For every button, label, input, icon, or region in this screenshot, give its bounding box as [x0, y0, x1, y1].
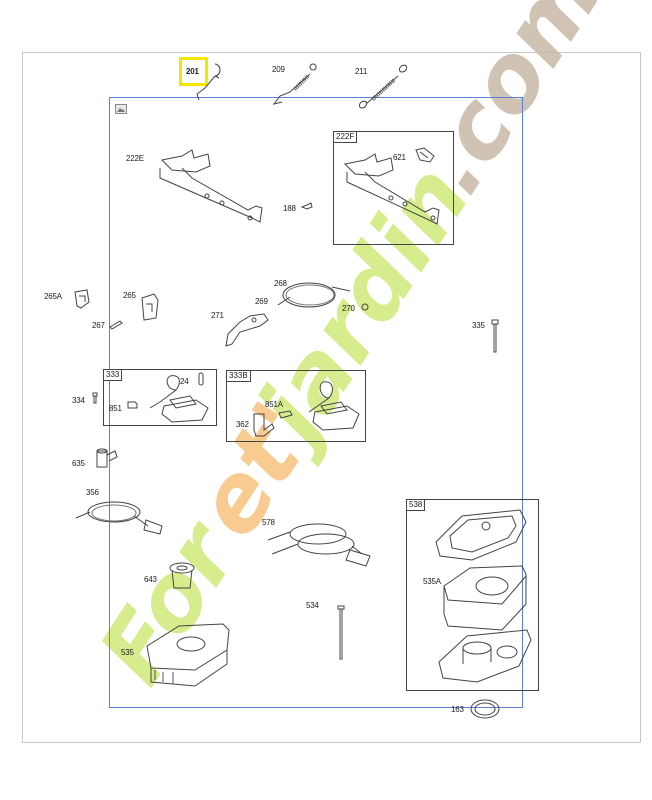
part-label-362[interactable]: 362 — [236, 420, 249, 429]
part-label-265[interactable]: 265 — [123, 291, 136, 300]
part-356-wire[interactable] — [74, 498, 174, 538]
part-label-335[interactable]: 335 — [472, 321, 485, 330]
group-538[interactable]: 538 — [406, 499, 539, 691]
diagram-frame — [22, 52, 641, 743]
part-268-cable[interactable] — [274, 277, 354, 311]
part-222F-control-bracket[interactable] — [339, 152, 449, 237]
part-851A-connector[interactable] — [278, 410, 294, 420]
part-label-534[interactable]: 534 — [306, 601, 319, 610]
group-333B[interactable]: 333B — [226, 370, 366, 442]
part-label-188[interactable]: 188 — [283, 204, 296, 213]
part-270-nut[interactable] — [360, 302, 370, 312]
group-333[interactable]: 333 — [103, 369, 217, 426]
part-label-271[interactable]: 271 — [211, 311, 224, 320]
part-334-screw[interactable] — [91, 392, 99, 404]
part-163-gasket[interactable] — [469, 697, 503, 721]
part-label-851[interactable]: 851 — [109, 404, 122, 413]
part-label-267[interactable]: 267 — [92, 321, 105, 330]
part-label-578[interactable]: 578 — [262, 518, 275, 527]
part-267-screw[interactable] — [108, 318, 124, 330]
part-label-270[interactable]: 270 — [342, 304, 355, 313]
part-265-clamp[interactable] — [140, 292, 162, 324]
part-333-armature[interactable] — [140, 372, 210, 424]
part-578-wire-harness[interactable] — [266, 520, 376, 570]
part-635-bushing[interactable] — [93, 447, 121, 471]
part-label-334[interactable]: 334 — [72, 396, 85, 405]
part-label-268[interactable]: 268 — [274, 279, 287, 288]
part-label-621[interactable]: 621 — [393, 153, 406, 162]
part-label-265A[interactable]: 265A — [44, 292, 62, 301]
part-label-643[interactable]: 643 — [144, 575, 157, 584]
part-535-filter-base[interactable] — [143, 620, 233, 690]
part-333B-armature[interactable] — [295, 378, 365, 438]
part-643-collar[interactable] — [168, 562, 198, 594]
part-271-lever[interactable] — [220, 312, 270, 350]
part-label-163[interactable]: 163 — [451, 705, 464, 714]
group-222F[interactable]: 222F — [333, 131, 454, 245]
part-label-211[interactable]: 211 — [355, 67, 368, 76]
part-label-535A[interactable]: 535A — [423, 577, 441, 586]
part-222E-control-bracket[interactable] — [152, 148, 272, 233]
part-188-screw[interactable] — [300, 201, 313, 211]
part-265A-clamp[interactable] — [73, 288, 95, 312]
part-label-209[interactable]: 209 — [272, 65, 285, 74]
part-label-635[interactable]: 635 — [72, 459, 85, 468]
group-tag-333B: 333B — [227, 371, 251, 382]
part-label-356[interactable]: 356 — [86, 488, 99, 497]
part-851-connector[interactable] — [127, 400, 139, 410]
part-621-clip[interactable] — [414, 146, 436, 166]
part-label-851A[interactable]: 851A — [265, 400, 283, 409]
part-211-spring[interactable] — [352, 64, 412, 116]
part-label-269[interactable]: 269 — [255, 297, 268, 306]
part-label-535[interactable]: 535 — [121, 648, 134, 657]
part-335-screw[interactable] — [490, 318, 500, 356]
part-label-222E[interactable]: 222E — [126, 154, 144, 163]
highlight-201 — [179, 57, 208, 86]
part-24-pin[interactable] — [198, 372, 204, 386]
part-201-link[interactable] — [195, 60, 225, 105]
part-535A-filter-element[interactable] — [442, 564, 528, 634]
part-209-spring[interactable] — [268, 63, 328, 109]
part-538-air-cleaner-cover[interactable] — [432, 506, 528, 564]
image-icon[interactable] — [115, 104, 127, 114]
part-362-spark-plug-boot[interactable] — [250, 412, 276, 438]
selection-frame — [109, 97, 523, 708]
part-534-bolt[interactable] — [336, 605, 346, 661]
part-538-air-cleaner-base[interactable] — [437, 626, 533, 686]
part-label-201[interactable]: 201 — [186, 67, 199, 76]
group-tag-333: 333 — [104, 370, 123, 381]
group-tag-222F: 222F — [334, 132, 358, 143]
part-label-24[interactable]: 24 — [180, 377, 189, 386]
group-tag-538: 538 — [407, 500, 426, 511]
